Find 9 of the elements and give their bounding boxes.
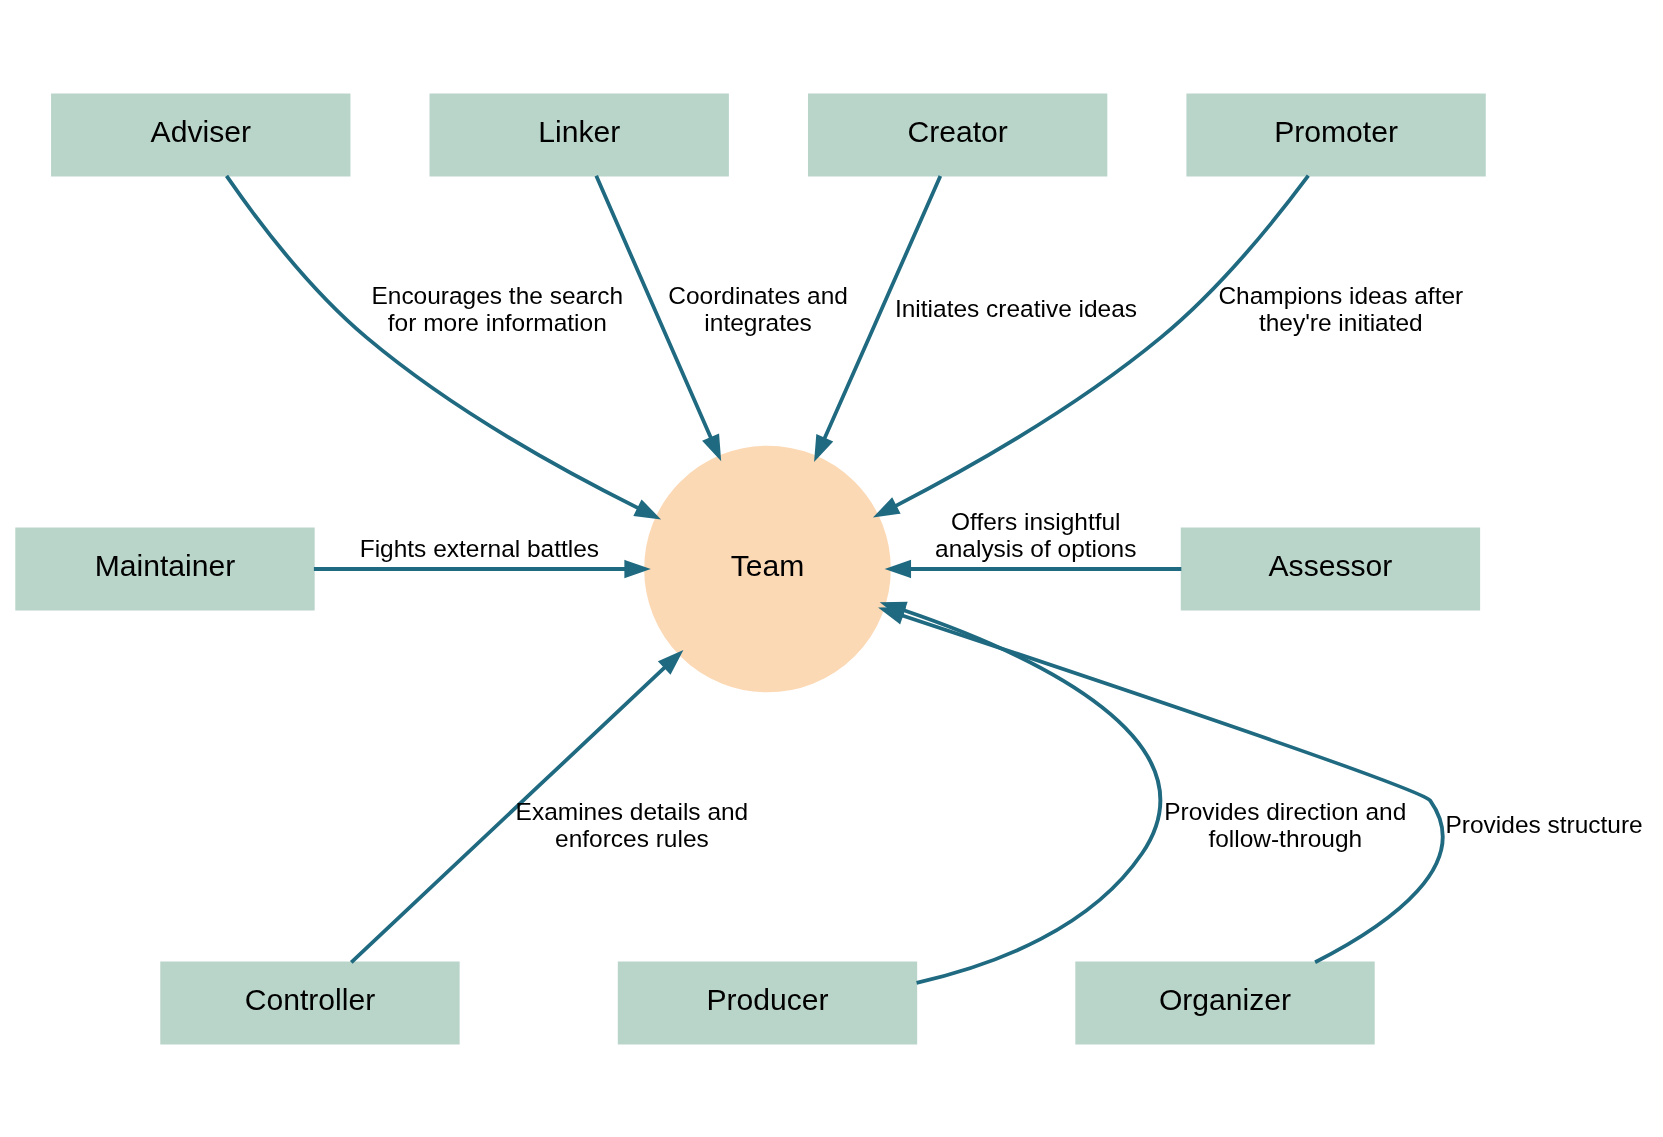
edge-label: Provides direction and follow-through (1164, 797, 1407, 852)
edge-label: Initiates creative ideas (894, 294, 1138, 322)
edge-label: Examines details and enforces rules (515, 797, 749, 852)
edge-label: Fights external battles (359, 534, 600, 562)
edge-label: Offers insightful analysis of options (935, 507, 1137, 562)
edge-label: Provides structure (1445, 810, 1643, 838)
edge-label: Encourages the search for more information (371, 281, 624, 336)
edge-label: Champions ideas after they're initiated (1218, 281, 1464, 336)
edge-label: Coordinates and integrates (668, 281, 848, 336)
